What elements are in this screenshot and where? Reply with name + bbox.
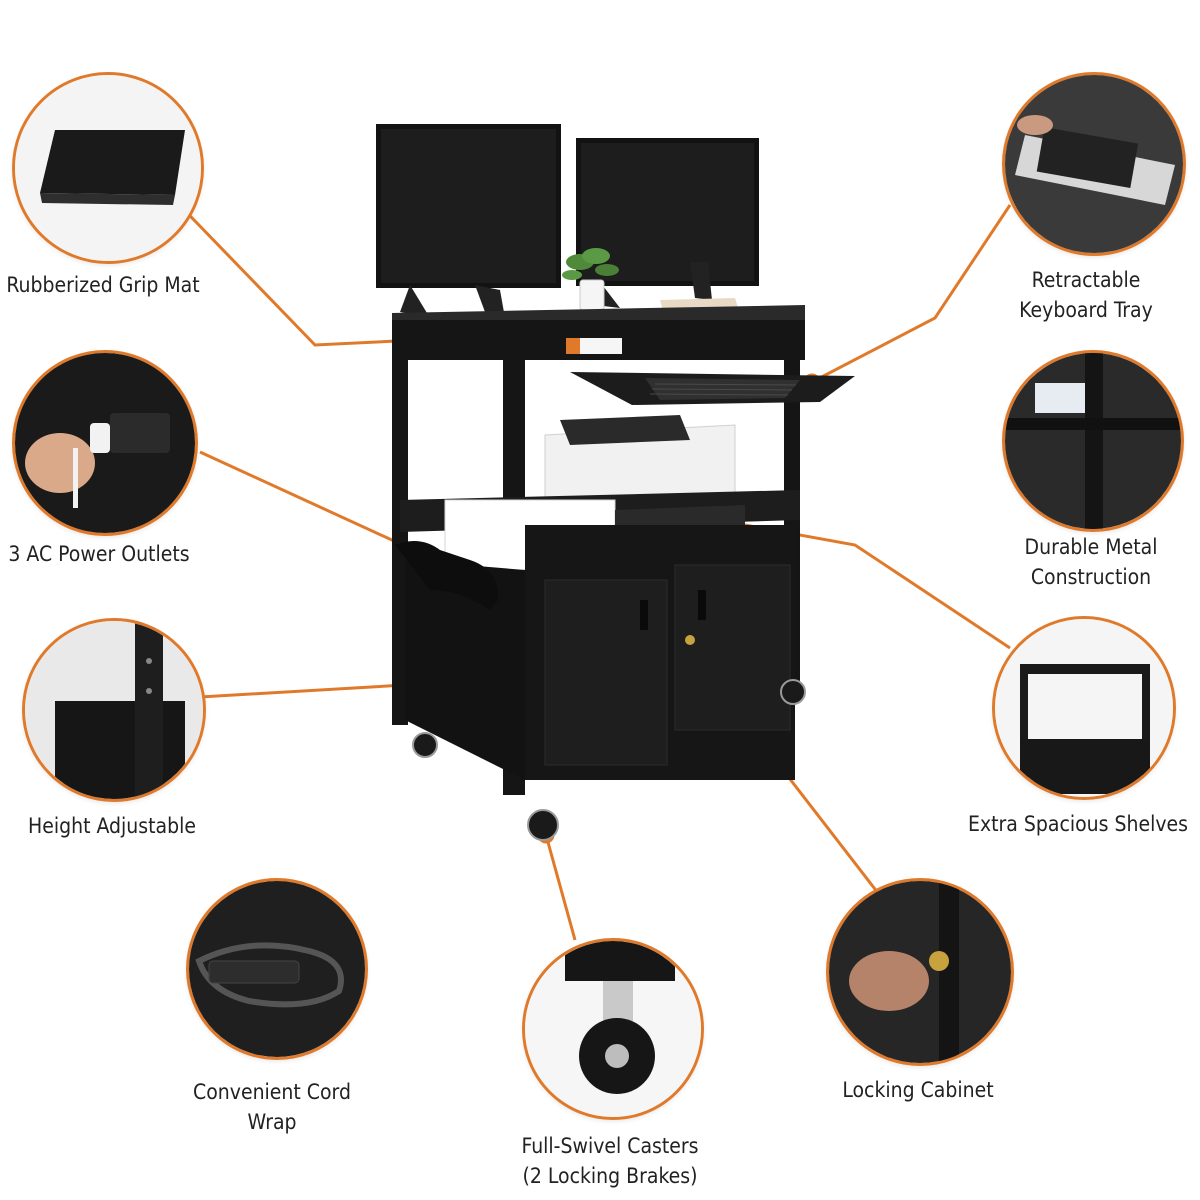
- keyboard-tray-photo: [1002, 72, 1186, 256]
- monitor-left: [376, 124, 561, 318]
- power-plug-icon: [90, 423, 110, 453]
- grip-mat-photo: [12, 72, 204, 264]
- label-cord-wrap: Convenient Cord Wrap: [193, 1080, 351, 1134]
- label-height: Height Adjustable: [28, 814, 196, 838]
- height-leg-icon: [135, 621, 163, 799]
- key-lock-icon: [929, 951, 949, 971]
- metal-shelf-icon: [1005, 418, 1181, 430]
- label-locking: Locking Cabinet: [842, 1078, 994, 1102]
- height-adjustable-photo: [22, 618, 206, 802]
- casters: [412, 679, 806, 841]
- power-outlets-photo: [12, 350, 198, 536]
- label-metal: Durable Metal Construction: [1024, 535, 1158, 589]
- leader-power: [199, 450, 419, 554]
- plant: [562, 248, 619, 311]
- label-shelves: Extra Spacious Shelves: [968, 812, 1188, 836]
- spacious-shelves-photo: [992, 616, 1176, 800]
- shelves-cart-icon: [1020, 664, 1150, 674]
- metal-construction-photo: [1002, 350, 1184, 532]
- label-grip-mat: Rubberized Grip Mat: [6, 273, 200, 297]
- label-power: 3 AC Power Outlets: [8, 542, 190, 566]
- cord-coil-icon: [195, 942, 344, 1008]
- casters-photo: [522, 938, 704, 1120]
- cord-wrap-photo: [186, 878, 368, 1060]
- keyboard-icon: [1036, 127, 1139, 188]
- leader-casters: [544, 834, 577, 941]
- grip-mat-icon: [40, 130, 185, 195]
- monitor-right: [576, 138, 759, 308]
- locking-cabinet-photo: [826, 878, 1014, 1066]
- leader-keyboard: [811, 204, 1012, 384]
- label-keyboard: Retractable Keyboard Tray: [1019, 268, 1153, 322]
- label-casters: Full-Swivel Casters (2 Locking Brakes): [521, 1134, 699, 1188]
